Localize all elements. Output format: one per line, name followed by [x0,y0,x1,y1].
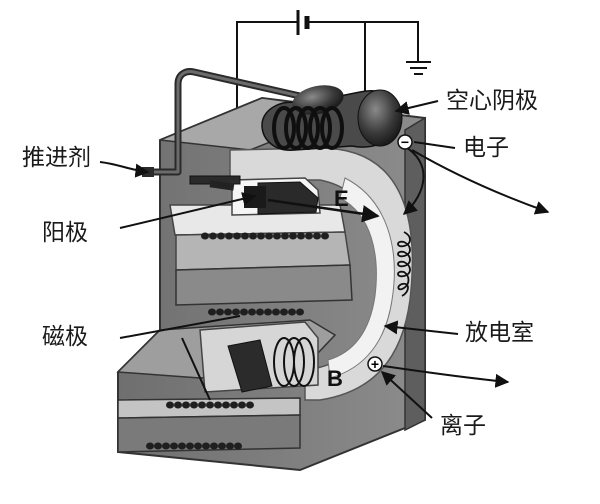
electric-field-label: E [334,186,349,211]
leader-anode [119,192,257,229]
svg-text:+: + [371,356,379,372]
bottom-coil-winding [146,442,242,450]
label-magnetic-pole: 磁极 [42,324,88,350]
lower-assembly [116,308,337,453]
label-ion: 离子 [440,413,486,439]
label-anode: 阳极 [42,220,88,246]
magnetic-field-label: B [327,366,343,391]
leader-ion [380,371,433,419]
cathode-coil [272,106,344,150]
ion-exhaust-arrow [382,365,510,388]
electron-symbol: − [397,134,413,150]
label-hollow-cathode: 空心阴极 [446,88,538,114]
upper-coil-winding [201,232,329,240]
leader-magnetic-pole-1 [119,315,241,339]
upper-assembly [169,175,353,306]
leader-hollow-cathode [394,100,439,115]
leader-discharge-chamber [383,320,459,335]
lower-pole-coil [273,337,315,387]
ion-symbol: + [367,356,383,372]
electron-spiral [397,231,411,297]
label-electron: 电子 [463,135,509,161]
ground-icon [406,61,431,75]
electron-exhaust-arrow [411,149,550,215]
leader-propellant [99,161,150,178]
svg-text:−: − [401,134,409,150]
electron-path-into-chamber [402,145,425,215]
base-coil-winding [166,401,254,409]
leader-magnetic-pole-2 [181,337,211,401]
leader-electron [413,141,456,149]
hollow-cathode [209,85,403,191]
label-discharge-chamber: 放电室 [465,320,534,346]
leader-lines [99,100,459,419]
electric-field-arrow [267,198,380,223]
label-propellant: 推进剂 [22,145,91,171]
middle-coil-winding [208,308,304,316]
